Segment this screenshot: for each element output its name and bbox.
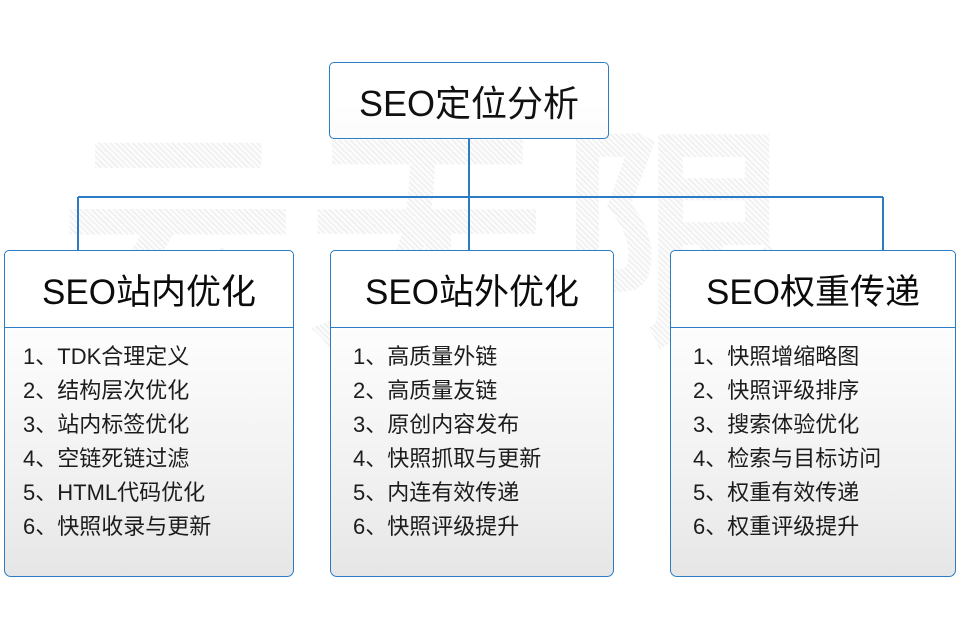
list-item-label: 权重评级提升 <box>727 514 860 539</box>
list-item-number: 5、 <box>23 480 58 505</box>
list-item-number: 2、 <box>23 378 58 403</box>
list-item: 5、 权重有效传递 <box>693 476 955 510</box>
list-item: 5、 HTML代码优化 <box>23 476 293 510</box>
list-item: 5、 内连有效传递 <box>353 476 613 510</box>
list-item-number: 6、 <box>23 514 58 539</box>
list-item-label: 权重有效传递 <box>727 480 860 505</box>
list-item-label: 原创内容发布 <box>387 412 520 437</box>
list-item-number: 2、 <box>353 378 388 403</box>
list-item-label: 站内标签优化 <box>57 412 190 437</box>
list-item: 2、 高质量友链 <box>353 374 613 408</box>
list-item: 6、 权重评级提升 <box>693 510 955 544</box>
list-item-label: 快照评级提升 <box>387 514 520 539</box>
list-item: 2、 快照评级排序 <box>693 374 955 408</box>
list-item-number: 4、 <box>353 446 388 471</box>
list-item: 2、 结构层次优化 <box>23 374 293 408</box>
list-item-label: 搜索体验优化 <box>727 412 860 437</box>
column-title: SEO站内优化 <box>42 272 256 312</box>
list-item-number: 3、 <box>23 412 58 437</box>
list-item: 1、 高质量外链 <box>353 340 613 374</box>
list-item-label: 快照评级排序 <box>727 378 860 403</box>
list-item: 4、 空链死链过滤 <box>23 442 293 476</box>
list-item-label: HTML代码优化 <box>57 480 206 505</box>
list-item-number: 5、 <box>693 480 728 505</box>
list-item: 1、 快照增缩略图 <box>693 340 955 374</box>
column-seo-onsite: SEO站内优化 1、 TDK合理定义 2、 结构层次优化 3、 站内标签优化 <box>4 250 294 577</box>
list-item-label: 结构层次优化 <box>57 378 190 403</box>
column-item-list: 1、 快照增缩略图 2、 快照评级排序 3、 搜索体验优化 4、 检索与目标访问 <box>671 340 955 544</box>
list-item-label: 快照抓取与更新 <box>387 446 542 471</box>
list-item-number: 1、 <box>23 344 58 369</box>
list-item: 6、 快照收录与更新 <box>23 510 293 544</box>
list-item-number: 4、 <box>693 446 728 471</box>
column-seo-weight-transfer: SEO权重传递 1、 快照增缩略图 2、 快照评级排序 3、 搜索体验优化 <box>670 250 956 577</box>
column-header[interactable]: SEO站外优化 <box>330 250 614 328</box>
column-body: 1、 高质量外链 2、 高质量友链 3、 原创内容发布 4、 快照抓取与更新 <box>330 328 614 577</box>
column-body: 1、 TDK合理定义 2、 结构层次优化 3、 站内标签优化 4、 空链死链过滤 <box>4 328 294 577</box>
column-title: SEO权重传递 <box>706 272 920 312</box>
column-title: SEO站外优化 <box>365 272 579 312</box>
root-node[interactable]: SEO定位分析 <box>329 62 609 139</box>
column-seo-offsite: SEO站外优化 1、 高质量外链 2、 高质量友链 3、 原创内容发布 <box>330 250 614 577</box>
list-item-number: 2、 <box>693 378 728 403</box>
list-item: 3、 搜索体验优化 <box>693 408 955 442</box>
column-body: 1、 快照增缩略图 2、 快照评级排序 3、 搜索体验优化 4、 检索与目标访问 <box>670 328 956 577</box>
list-item-number: 3、 <box>693 412 728 437</box>
list-item-label: 高质量友链 <box>387 378 498 403</box>
list-item-label: 检索与目标访问 <box>727 446 882 471</box>
list-item-label: TDK合理定义 <box>57 344 190 369</box>
root-node-title: SEO定位分析 <box>358 82 580 124</box>
list-item: 6、 快照评级提升 <box>353 510 613 544</box>
list-item-label: 空链死链过滤 <box>57 446 190 471</box>
list-item-label: 快照收录与更新 <box>57 514 212 539</box>
column-item-list: 1、 TDK合理定义 2、 结构层次优化 3、 站内标签优化 4、 空链死链过滤 <box>5 340 293 544</box>
list-item-number: 4、 <box>23 446 58 471</box>
list-item: 4、 检索与目标访问 <box>693 442 955 476</box>
list-item: 4、 快照抓取与更新 <box>353 442 613 476</box>
list-item: 1、 TDK合理定义 <box>23 340 293 374</box>
list-item-number: 3、 <box>353 412 388 437</box>
list-item-number: 1、 <box>693 344 728 369</box>
list-item-number: 6、 <box>353 514 388 539</box>
list-item-number: 5、 <box>353 480 388 505</box>
column-header[interactable]: SEO权重传递 <box>670 250 956 328</box>
column-item-list: 1、 高质量外链 2、 高质量友链 3、 原创内容发布 4、 快照抓取与更新 <box>331 340 613 544</box>
list-item: 3、 站内标签优化 <box>23 408 293 442</box>
list-item-label: 快照增缩略图 <box>727 344 860 369</box>
list-item-number: 6、 <box>693 514 728 539</box>
list-item-label: 高质量外链 <box>387 344 498 369</box>
list-item-label: 内连有效传递 <box>387 480 520 505</box>
list-item: 3、 原创内容发布 <box>353 408 613 442</box>
list-item-number: 1、 <box>353 344 388 369</box>
column-header[interactable]: SEO站内优化 <box>4 250 294 328</box>
